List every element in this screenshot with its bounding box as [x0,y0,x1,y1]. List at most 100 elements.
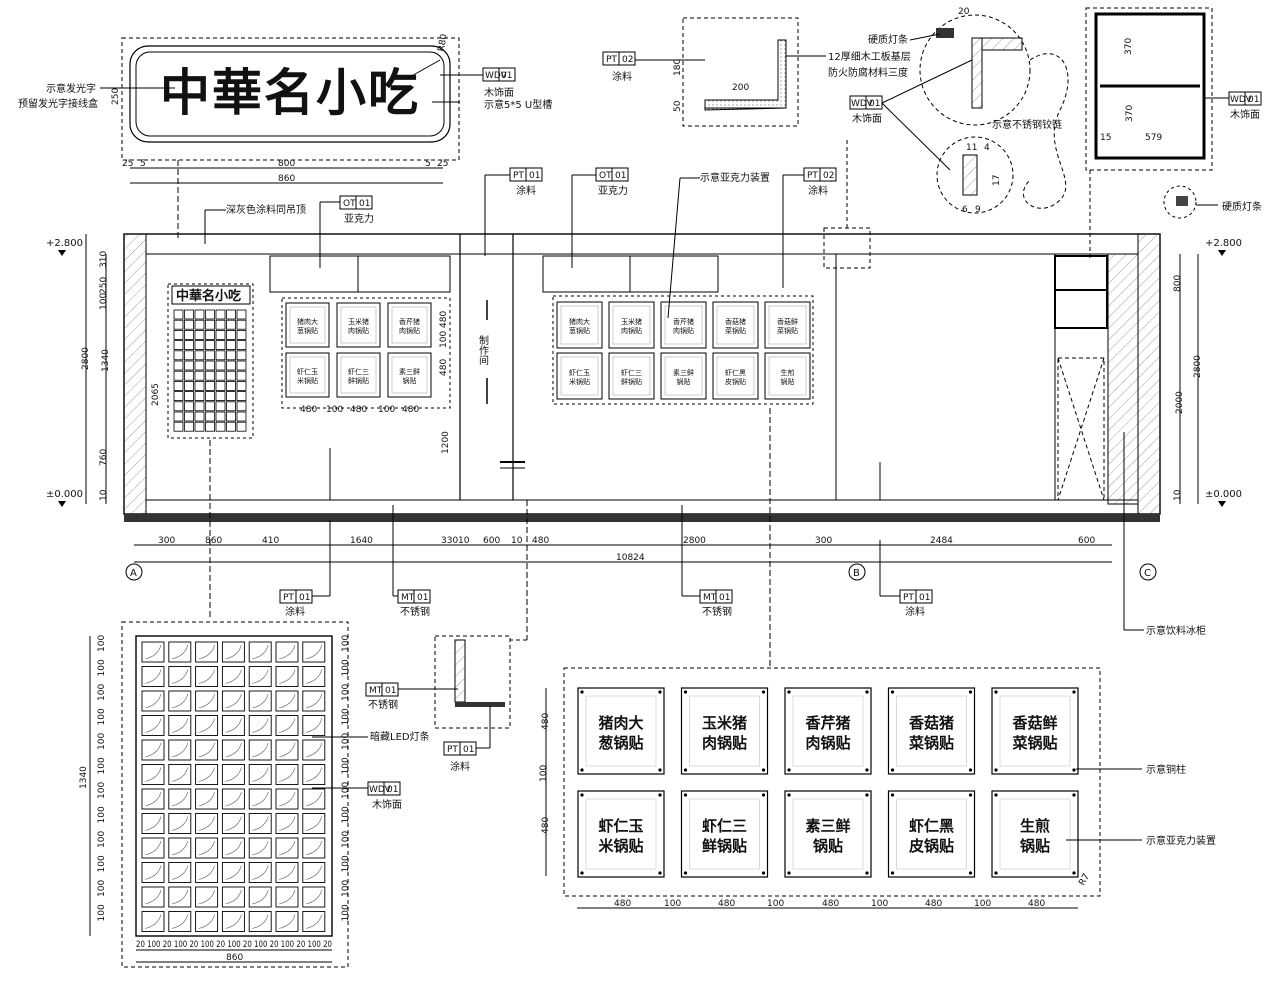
panel-note-1: 示意铜柱 [1146,763,1186,776]
grid-cell-light [252,742,269,758]
sign-right-note-2: 示意5*5 U型槽 [484,98,552,111]
mini-grid [173,309,247,432]
panel-label: 鲜锅贴 [348,376,369,385]
sign-dim-25b: 25 [437,159,448,169]
mini-grid-cell [205,411,215,422]
grid-cell [195,837,219,859]
mini-grid-cell [173,401,184,412]
bc3-tag-a: MT [703,593,717,603]
bc2-tag-b: 01 [417,593,428,603]
copper-post [890,690,895,694]
grid-cell-light [144,889,162,905]
big-panel-label: 菜锅贴 [908,734,954,752]
panel-label: 肉锅贴 [399,326,420,335]
copper-post [994,793,998,797]
mini-grid-cell [226,319,236,330]
bc1-mat: 涂料 [285,605,305,618]
grid-cell-light [225,914,242,929]
panel-inner [560,356,599,396]
sign-note-2: 预留发光字接线盒 [18,97,98,110]
panel-h-dim-text: 480 [1028,899,1045,909]
light-note: 硬质灯条 [1222,200,1262,213]
grid-cell [275,690,299,712]
acrylic-panel [285,352,330,398]
panel-label: 米锅贴 [297,376,318,385]
grid-cell-light [198,718,215,733]
big-panel-label: 虾仁三 [702,817,747,835]
rd-800: 800 [1173,275,1183,292]
mini-grid-cell [194,391,205,402]
sign-dim-800: 800 [278,159,295,169]
copper-post [580,768,584,772]
sign-tag-b: 01 [501,71,512,81]
grid-cell-light [171,742,189,758]
d1-tag-b: 02 [622,55,633,65]
mini-grid-cell [215,319,226,330]
panel-inner [664,356,703,396]
grid-row-dim: 100 [97,831,107,848]
panel-inner [340,306,377,344]
panel-label: 虾仁玉 [569,368,590,377]
callout-pt01: PT 01 涂料 [484,167,543,256]
big-panel-inner [585,695,657,767]
bottom-dim-text: 600 [483,536,500,546]
bottom-dim-text: 330 [441,536,458,546]
grid-cell-light [171,718,189,733]
mini-grid-cell [205,309,215,320]
copper-post [865,768,869,772]
grid-cell-light [198,816,215,831]
panel-inner [612,305,651,345]
copper-post [787,871,791,875]
grid-cell [275,862,299,883]
big-panel-inner [689,798,760,870]
small-sign: 中華名小吃 [176,288,241,304]
big-acrylic-panel [887,790,976,878]
axis-c: C [1144,568,1151,579]
grid-cell-light [305,767,323,782]
panel-h-dim-text: 480 [822,899,839,909]
callout-2-tag-a: PT [513,171,524,181]
mini-grid-cell [215,350,226,361]
mini-grid-cell [194,350,205,361]
panel-label: 鲜锅贴 [621,377,642,386]
grid-cell-light [171,840,189,856]
grid-cell [195,886,219,908]
copper-post [865,793,869,797]
pd-480c: 480 [402,405,419,415]
bottom-dim-text: 1640 [350,536,373,546]
grid-cell-light [305,865,323,880]
grid-row-dim: 100 [341,733,351,750]
grid-cell-light [278,693,296,709]
grid-cell [248,837,272,859]
level-bottom-right: ±0.000 [1205,489,1242,500]
grid-cell-light [305,816,323,831]
grid-row-dim: 100 [341,880,351,897]
grid-cell [221,862,245,883]
grid-cell-light [278,816,296,831]
grid-cell-light [305,791,323,807]
grid-cell-light [225,865,242,880]
grid-row-dim: 100 [97,684,107,701]
panel-label: 菜锅贴 [725,326,746,335]
bc4-tag-a: PT [903,593,914,603]
grid-cell [302,715,326,736]
panel-label: 素三鲜 [673,368,694,377]
grid-cell [248,641,272,663]
panel-inner [768,356,807,396]
grid-cell [275,739,299,761]
grid-cell-light [198,644,215,660]
copper-post [968,768,973,772]
mini-grid-cell [184,401,194,412]
mini-grid-cell [184,380,194,391]
grid-cell [195,666,219,687]
panel-label: 肉锅贴 [348,326,369,335]
grid-cell-light [171,914,189,929]
panel-h-dim-text: 480 [718,899,735,909]
grid-cell [141,764,165,785]
callout-3-tag-b: 01 [615,171,626,181]
panel-label: 虾仁三 [621,368,642,377]
acrylic-panel [712,352,759,400]
rd-2000: 2000 [1175,391,1185,414]
grid-cell [275,911,299,932]
